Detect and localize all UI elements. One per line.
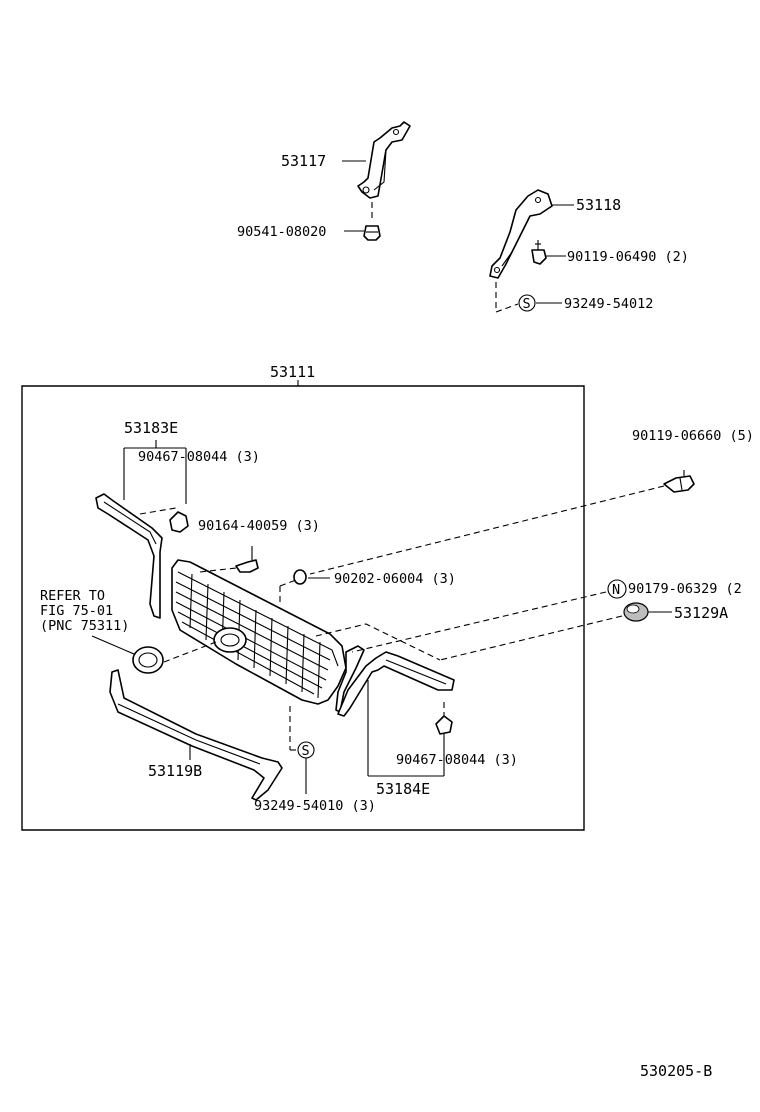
label-90467-08044-top: 90467-08044 (3) bbox=[138, 449, 260, 465]
s-symbol-top: S bbox=[523, 296, 531, 312]
assembly-frame-53111 bbox=[21, 385, 585, 831]
label-90467-08044-bottom: 90467-08044 (3) bbox=[396, 752, 518, 768]
n-symbol: N bbox=[612, 582, 620, 598]
bracket-53117 bbox=[357, 121, 411, 199]
molding-53184E bbox=[337, 651, 455, 717]
bolt-90541 bbox=[363, 202, 381, 241]
bracket-53118 bbox=[489, 189, 553, 279]
clip-90467-top bbox=[139, 507, 189, 533]
radiator-grille bbox=[171, 559, 347, 705]
grille-side-piece bbox=[335, 645, 365, 713]
bolt-90119-06490 bbox=[531, 240, 547, 265]
label-90164-40059: 90164-40059 (3) bbox=[198, 518, 320, 534]
label-93249-54012: 93249-54012 bbox=[564, 296, 653, 312]
label-53119B: 53119B bbox=[148, 762, 202, 780]
label-53117: 53117 bbox=[281, 152, 326, 170]
figure-code: 530205-B bbox=[640, 1062, 712, 1080]
grommet-53129A bbox=[623, 602, 672, 622]
label-53183E: 53183E bbox=[124, 419, 178, 437]
label-90179-06329: 90179-06329 (2 bbox=[628, 581, 742, 597]
label-refer-to: REFER TO bbox=[40, 588, 105, 604]
s-symbol-bottom: S bbox=[302, 743, 310, 759]
nut-90202-06004 bbox=[293, 569, 330, 585]
label-93249-54010: 93249-54010 (3) bbox=[254, 798, 376, 814]
label-53184E: 53184E bbox=[376, 780, 430, 798]
bolt-90119-06660 bbox=[663, 470, 695, 493]
label-90202-06004: 90202-06004 (3) bbox=[334, 571, 456, 587]
molding-53183E bbox=[95, 493, 163, 619]
label-90119-06490: 90119-06490 (2) bbox=[567, 249, 689, 265]
label-53118: 53118 bbox=[576, 196, 621, 214]
label-fig-75-01: FIG 75-01 bbox=[40, 603, 113, 619]
label-90119-06660: 90119-06660 (5) bbox=[632, 428, 754, 444]
label-pnc-75311: (PNC 75311) bbox=[40, 618, 129, 634]
label-53129A: 53129A bbox=[674, 604, 728, 622]
label-90541-08020: 90541-08020 bbox=[237, 224, 326, 240]
label-53111: 53111 bbox=[270, 363, 315, 381]
s-mark-93249-54010: S bbox=[297, 741, 315, 759]
n-mark-90179-06329: N bbox=[607, 579, 627, 599]
s-mark-93249-54012: S bbox=[518, 294, 536, 312]
screw-90164-40059 bbox=[235, 546, 259, 573]
clip-90467-bottom bbox=[435, 702, 453, 735]
molding-53119B bbox=[109, 669, 283, 801]
emblem-75311 bbox=[91, 635, 217, 674]
